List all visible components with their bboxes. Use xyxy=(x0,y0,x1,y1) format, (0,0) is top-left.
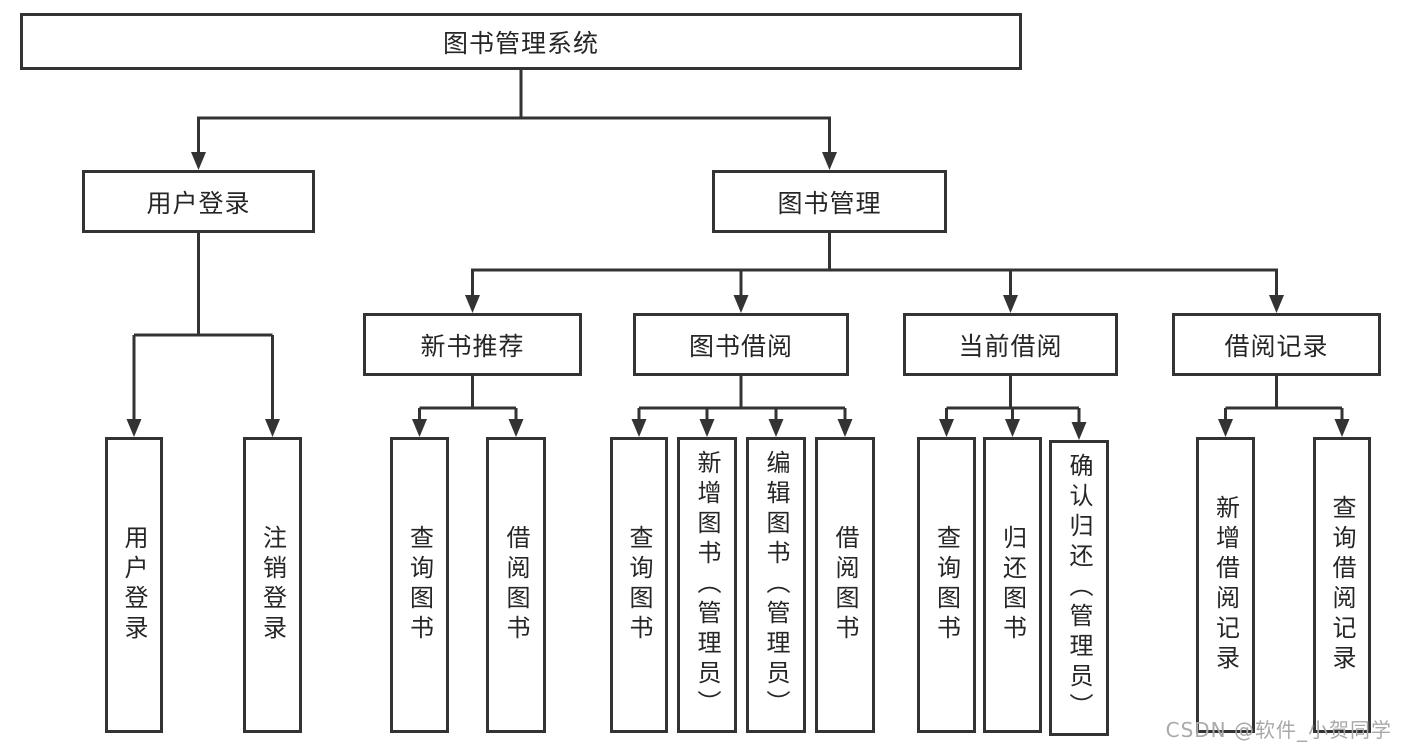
leaf-label: 归还图书 xyxy=(998,525,1027,645)
leaf-label: 注销登录 xyxy=(258,525,287,645)
leaf-label: 借阅图书 xyxy=(831,525,859,645)
leaf-add-borrow-record: 新增借阅记录 xyxy=(1196,437,1255,733)
node-label: 图书借阅 xyxy=(688,331,793,361)
leaf-borrow-books-2: 借阅图书 xyxy=(815,437,875,733)
node-book-management: 图书管理 xyxy=(712,170,947,233)
node-label: 当前借阅 xyxy=(958,331,1063,361)
leaf-query-borrow-record: 查询借阅记录 xyxy=(1313,437,1371,733)
watermark: CSDN @软件_小贺同学 xyxy=(1165,718,1392,742)
leaf-label: 编辑图书（管理员） xyxy=(762,450,790,720)
leaf-query-books-1: 查询图书 xyxy=(390,437,449,733)
leaf-label: 查询图书 xyxy=(625,525,653,645)
leaf-label: 借阅图书 xyxy=(502,525,530,645)
node-book-borrow: 图书借阅 xyxy=(633,313,849,376)
node-current-borrow: 当前借阅 xyxy=(903,313,1118,376)
leaf-query-books-3: 查询图书 xyxy=(917,437,976,733)
node-label: 图书管理 xyxy=(777,188,882,218)
leaf-label: 用户登录 xyxy=(120,525,148,645)
node-label: 新书推荐 xyxy=(420,331,525,361)
leaf-return-books: 归还图书 xyxy=(983,437,1042,733)
leaf-user-login: 用户登录 xyxy=(105,437,163,733)
leaf-confirm-return-admin: 确认归还（管理员） xyxy=(1049,440,1109,736)
leaf-label: 新增图书（管理员） xyxy=(693,450,721,720)
node-new-book-recommend: 新书推荐 xyxy=(363,313,582,376)
node-label: 借阅记录 xyxy=(1224,331,1329,361)
leaf-label: 查询图书 xyxy=(932,525,961,645)
node-label: 用户登录 xyxy=(146,188,251,218)
leaf-logout: 注销登录 xyxy=(243,437,302,733)
node-root-label: 图书管理系统 xyxy=(442,28,599,58)
leaf-add-books-admin: 新增图书（管理员） xyxy=(677,437,737,733)
leaf-label: 查询图书 xyxy=(405,525,434,645)
node-user-login-group: 用户登录 xyxy=(82,170,315,233)
leaf-borrow-books-1: 借阅图书 xyxy=(486,437,546,733)
node-root: 图书管理系统 xyxy=(20,13,1022,70)
leaf-edit-books-admin: 编辑图书（管理员） xyxy=(746,437,806,733)
leaf-query-books-2: 查询图书 xyxy=(610,437,668,733)
leaf-label: 确认归还（管理员） xyxy=(1065,453,1093,723)
node-borrow-records: 借阅记录 xyxy=(1172,313,1381,376)
leaf-label: 新增借阅记录 xyxy=(1211,495,1240,675)
leaf-label: 查询借阅记录 xyxy=(1328,495,1356,675)
